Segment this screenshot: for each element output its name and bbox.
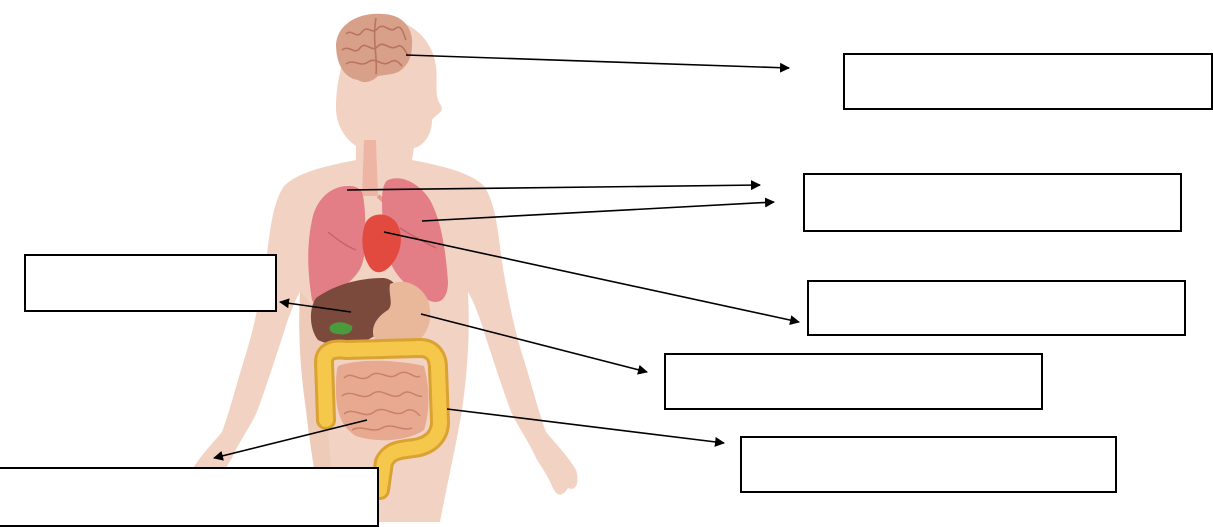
arrow-colon bbox=[447, 409, 724, 443]
label-box-lungs[interactable] bbox=[803, 173, 1182, 232]
arrow-brain bbox=[406, 55, 789, 68]
label-box-small-intestine[interactable] bbox=[0, 467, 379, 527]
label-box-liver[interactable] bbox=[24, 254, 277, 312]
label-box-large-intestine[interactable] bbox=[740, 436, 1117, 493]
label-box-brain[interactable] bbox=[843, 53, 1213, 110]
label-box-stomach[interactable] bbox=[664, 353, 1043, 410]
small-intestine bbox=[336, 361, 429, 441]
label-box-heart[interactable] bbox=[807, 280, 1186, 336]
